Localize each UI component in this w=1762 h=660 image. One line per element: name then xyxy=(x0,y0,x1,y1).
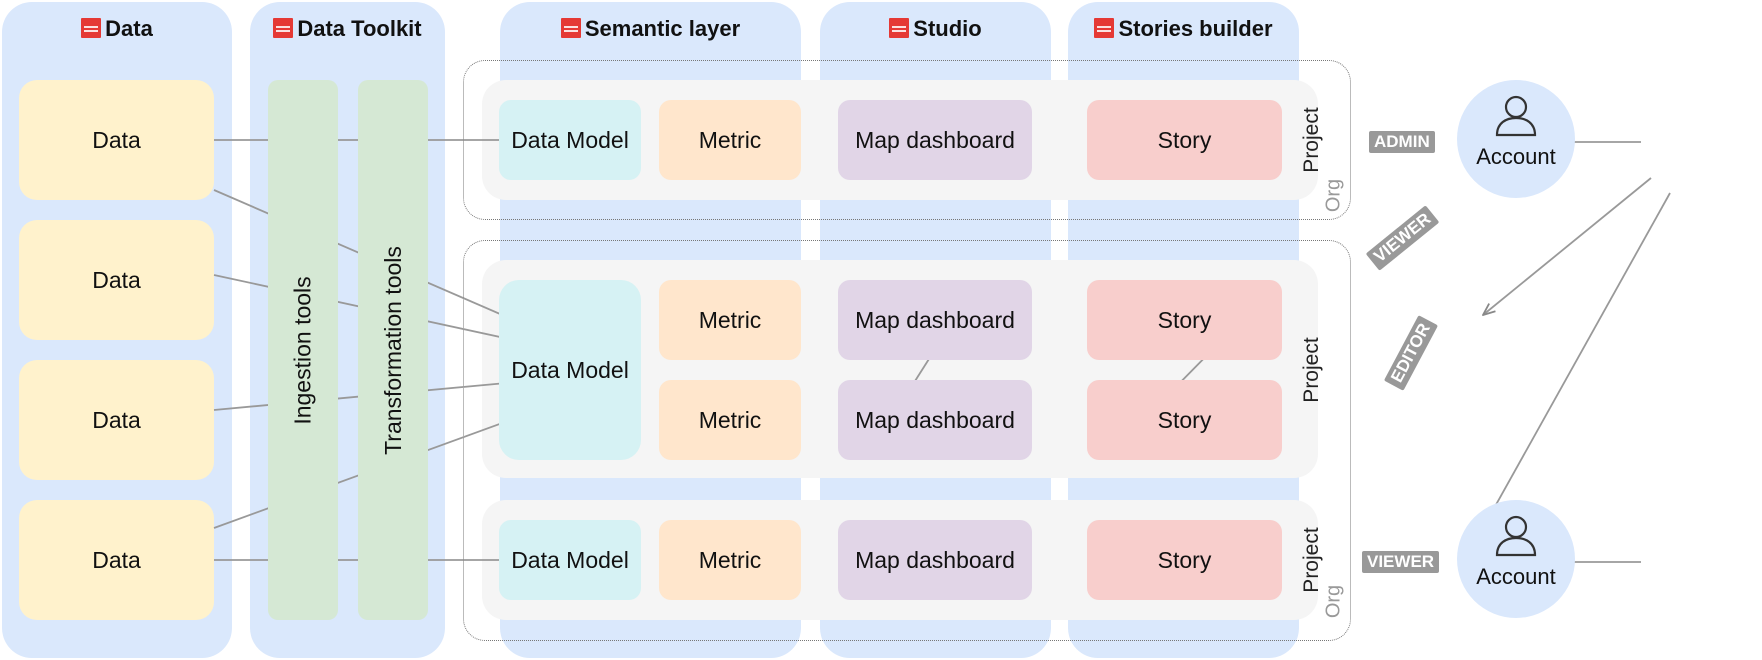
account-label: Account xyxy=(1476,564,1556,589)
role-badge-admin: ADMIN xyxy=(1369,131,1435,153)
org-label: Org xyxy=(1322,178,1345,213)
map-dashboard-box[interactable]: Map dashboard xyxy=(838,380,1032,460)
user-icon xyxy=(1495,515,1537,557)
org-label: Org xyxy=(1322,584,1345,619)
data-model-box[interactable]: Data Model xyxy=(499,100,641,180)
role-badge-viewer: VIEWER xyxy=(1362,551,1440,573)
column-title-studio: Studio xyxy=(913,16,982,41)
story-box[interactable]: Story xyxy=(1087,520,1282,600)
account-label: Account xyxy=(1476,144,1556,169)
map-dashboard-box[interactable]: Map dashboard xyxy=(838,100,1032,180)
transformation-tools-label: Transformation tools xyxy=(379,245,406,455)
column-title-stories-builder: Stories builder xyxy=(1118,16,1273,41)
carto-logo-icon xyxy=(81,18,102,38)
column-title-data: Data xyxy=(105,16,153,41)
data-model-box[interactable]: Data Model xyxy=(499,520,641,600)
org-frame-2 xyxy=(463,240,1351,641)
ingestion-tools-label: Ingestion tools xyxy=(289,275,316,425)
data-box[interactable]: Data xyxy=(19,220,214,340)
map-dashboard-box[interactable]: Map dashboard xyxy=(838,280,1032,360)
user-icon xyxy=(1495,95,1537,137)
map-dashboard-box[interactable]: Map dashboard xyxy=(838,520,1032,600)
transformation-tools[interactable]: Transformation tools xyxy=(358,80,428,620)
carto-logo-icon xyxy=(1094,18,1115,38)
metric-box[interactable]: Metric xyxy=(659,520,801,600)
column-title-semantic-layer: Semantic layer xyxy=(584,16,741,41)
data-model-box[interactable]: Data Model xyxy=(499,280,641,460)
story-box[interactable]: Story xyxy=(1087,280,1282,360)
account-node[interactable]: Account xyxy=(1457,500,1575,618)
data-box[interactable]: Data xyxy=(19,500,214,620)
metric-box[interactable]: Metric xyxy=(659,100,801,180)
project-label: Project xyxy=(1300,337,1323,403)
carto-logo-icon xyxy=(889,18,910,38)
story-box[interactable]: Story xyxy=(1087,380,1282,460)
account-node[interactable]: Account xyxy=(1457,80,1575,198)
data-box[interactable]: Data xyxy=(19,360,214,480)
data-box[interactable]: Data xyxy=(19,80,214,200)
story-box[interactable]: Story xyxy=(1087,100,1282,180)
metric-box[interactable]: Metric xyxy=(659,380,801,460)
ingestion-tools[interactable]: Ingestion tools xyxy=(268,80,338,620)
project-label: Project xyxy=(1300,107,1323,173)
project-label: Project xyxy=(1300,527,1323,593)
carto-logo-icon xyxy=(273,18,294,38)
carto-logo-icon xyxy=(560,18,581,38)
column-title-data-toolkit: Data Toolkit xyxy=(297,16,422,41)
metric-box[interactable]: Metric xyxy=(659,280,801,360)
